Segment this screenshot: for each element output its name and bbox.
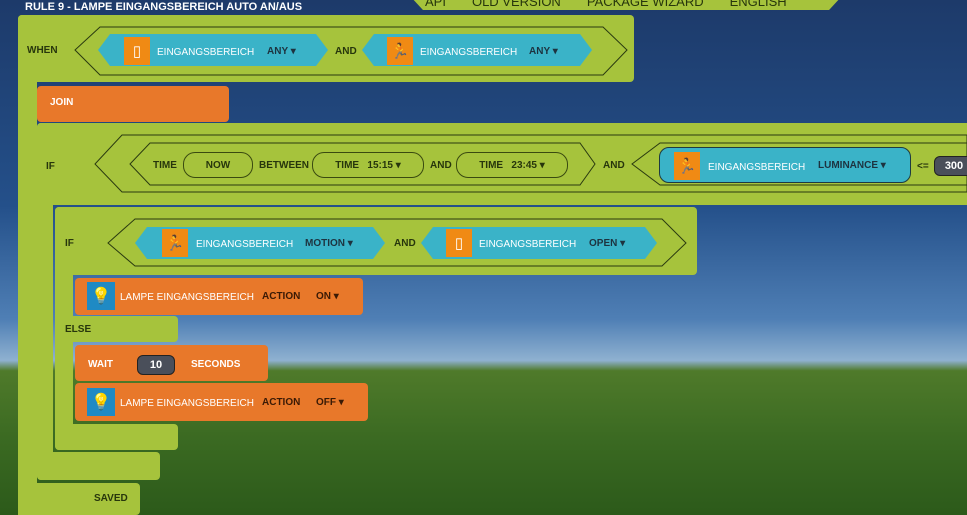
rule-block: [18, 15, 37, 515]
top-menu: [410, 0, 842, 10]
open-dropdown[interactable]: OPEN ▾: [589, 238, 626, 249]
time-label: TIME: [153, 160, 177, 171]
join-label: JOIN: [50, 97, 74, 108]
if-label: IF: [46, 161, 55, 172]
door-icon: ▯: [446, 229, 472, 257]
when-c1-dropdown[interactable]: ANY ▾: [267, 46, 296, 57]
menu-english[interactable]: ENGLISH: [729, 0, 787, 9]
wait-seconds-input[interactable]: 10: [137, 355, 175, 375]
device-name: LAMPE EINGANGSBEREICH: [120, 398, 254, 409]
when-c2-dropdown[interactable]: ANY ▾: [529, 46, 558, 57]
and-label: AND: [603, 160, 625, 171]
and-label: AND: [335, 46, 357, 57]
saved-status: SAVED: [94, 493, 128, 504]
luminance-value-input[interactable]: 300: [934, 156, 967, 176]
device-name: LAMPE EINGANGSBEREICH: [120, 292, 254, 303]
and-label: AND: [430, 160, 452, 171]
now-field[interactable]: NOW: [183, 152, 253, 178]
menu-package-wizard[interactable]: PACKAGE WIZARD: [586, 0, 704, 9]
property-dropdown[interactable]: LUMINANCE ▾: [818, 160, 886, 171]
nested-if-footer: [55, 424, 178, 450]
if-footer: [37, 452, 160, 480]
if-rail: [37, 123, 53, 480]
lightbulb-icon: 💡: [87, 282, 115, 310]
join-block[interactable]: [37, 86, 229, 122]
if-label: IF: [65, 238, 74, 249]
device-name: EINGANGSBEREICH: [708, 162, 806, 173]
motion-icon: 🏃: [674, 152, 700, 180]
motion-dropdown[interactable]: MOTION ▾: [305, 238, 353, 249]
luminance-condition[interactable]: [659, 147, 911, 183]
door-icon: ▯: [124, 37, 150, 65]
on-dropdown[interactable]: ON ▾: [316, 291, 339, 302]
between-label: BETWEEN: [259, 160, 309, 171]
operator: <=: [917, 161, 929, 172]
action-label: ACTION: [262, 291, 301, 302]
rule-title: RULE 9 - LAMPE EINGANGSBEREICH AUTO AN/A…: [25, 1, 303, 13]
and-label: AND: [394, 238, 416, 249]
else-row: [55, 316, 178, 342]
motion-icon: 🏃: [387, 37, 413, 65]
action-label: ACTION: [262, 397, 301, 408]
device-name: EINGANGSBEREICH: [157, 47, 255, 58]
device-name: EINGANGSBEREICH: [196, 239, 294, 250]
menu-api[interactable]: API: [425, 0, 446, 9]
when-label: WHEN: [27, 45, 58, 56]
time-from-field[interactable]: TIME 15:15 ▾: [312, 152, 424, 178]
time-to-field[interactable]: TIME 23:45 ▾: [456, 152, 568, 178]
device-name: EINGANGSBEREICH: [479, 239, 577, 250]
device-name: EINGANGSBEREICH: [420, 47, 518, 58]
seconds-label: SECONDS: [191, 359, 241, 370]
else-label: ELSE: [65, 324, 92, 335]
lamp-off-action[interactable]: [75, 383, 368, 421]
motion-icon: 🏃: [162, 229, 188, 257]
lightbulb-icon: 💡: [87, 388, 115, 416]
saved-footer: [18, 483, 140, 515]
lamp-on-action[interactable]: [75, 278, 363, 315]
wait-label: WAIT: [88, 359, 113, 370]
off-dropdown[interactable]: OFF ▾: [316, 397, 344, 408]
menu-old-version[interactable]: OLD VERSION: [471, 0, 561, 9]
